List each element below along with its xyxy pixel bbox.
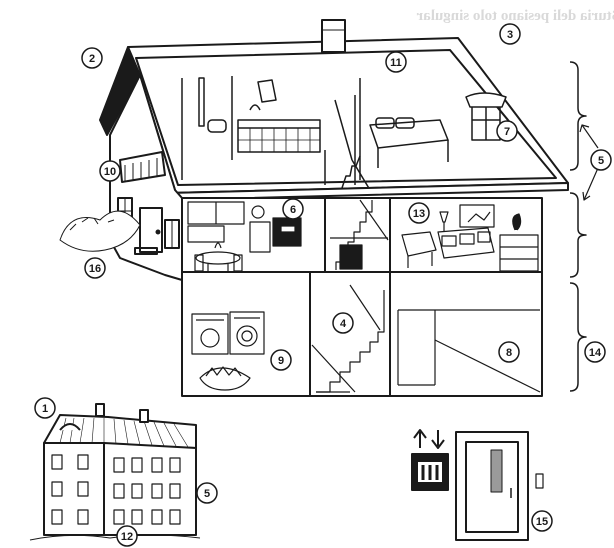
callout-c11: 11 xyxy=(386,52,406,72)
roof xyxy=(100,38,568,193)
callout-label: 7 xyxy=(504,126,510,138)
callout-label: 3 xyxy=(507,29,513,41)
floor-bracket-lower xyxy=(570,283,586,391)
callout-c10: 10 xyxy=(100,161,120,181)
floor-bracket-upper xyxy=(570,62,586,170)
callout-label: 11 xyxy=(390,57,402,69)
callout-label: 5 xyxy=(204,488,210,500)
callout-label: 13 xyxy=(413,208,425,220)
callout-label: 5 xyxy=(598,155,604,167)
callout-c13: 13 xyxy=(409,203,429,223)
callout-label: 15 xyxy=(536,516,548,528)
chimney xyxy=(322,20,345,52)
apartment-building xyxy=(30,404,200,540)
callout-label: 9 xyxy=(278,355,284,367)
callout-c8: 8 xyxy=(499,342,519,362)
intercom-icon xyxy=(412,430,448,490)
callout-label: 6 xyxy=(290,204,296,216)
callout-label: 12 xyxy=(121,531,133,543)
callout-label: 1 xyxy=(42,403,48,415)
callout-c3: 3 xyxy=(500,24,520,44)
floor-bracket-middle xyxy=(570,193,586,277)
callout-c4: 4 xyxy=(333,313,353,333)
callout-label: 2 xyxy=(89,53,95,65)
callout-c1: 1 xyxy=(35,398,55,418)
callout-label: 10 xyxy=(104,166,116,178)
callout-label: 8 xyxy=(506,347,512,359)
callout-c5a: 5 xyxy=(591,150,611,170)
callout-c16: 16 xyxy=(85,258,105,278)
callout-c5b: 5 xyxy=(197,483,217,503)
callout-label: 4 xyxy=(340,318,347,330)
callout-c15: 15 xyxy=(532,511,552,531)
callout-c9: 9 xyxy=(271,350,291,370)
callout-label: 16 xyxy=(89,263,101,275)
callout-c7: 7 xyxy=(497,121,517,141)
callout-c14: 14 xyxy=(585,342,605,362)
callout-label: 14 xyxy=(589,347,602,359)
callout-c2: 2 xyxy=(82,48,102,68)
callout-c12: 12 xyxy=(117,526,137,546)
entrance-door xyxy=(456,432,543,540)
callout-c6: 6 xyxy=(283,199,303,219)
